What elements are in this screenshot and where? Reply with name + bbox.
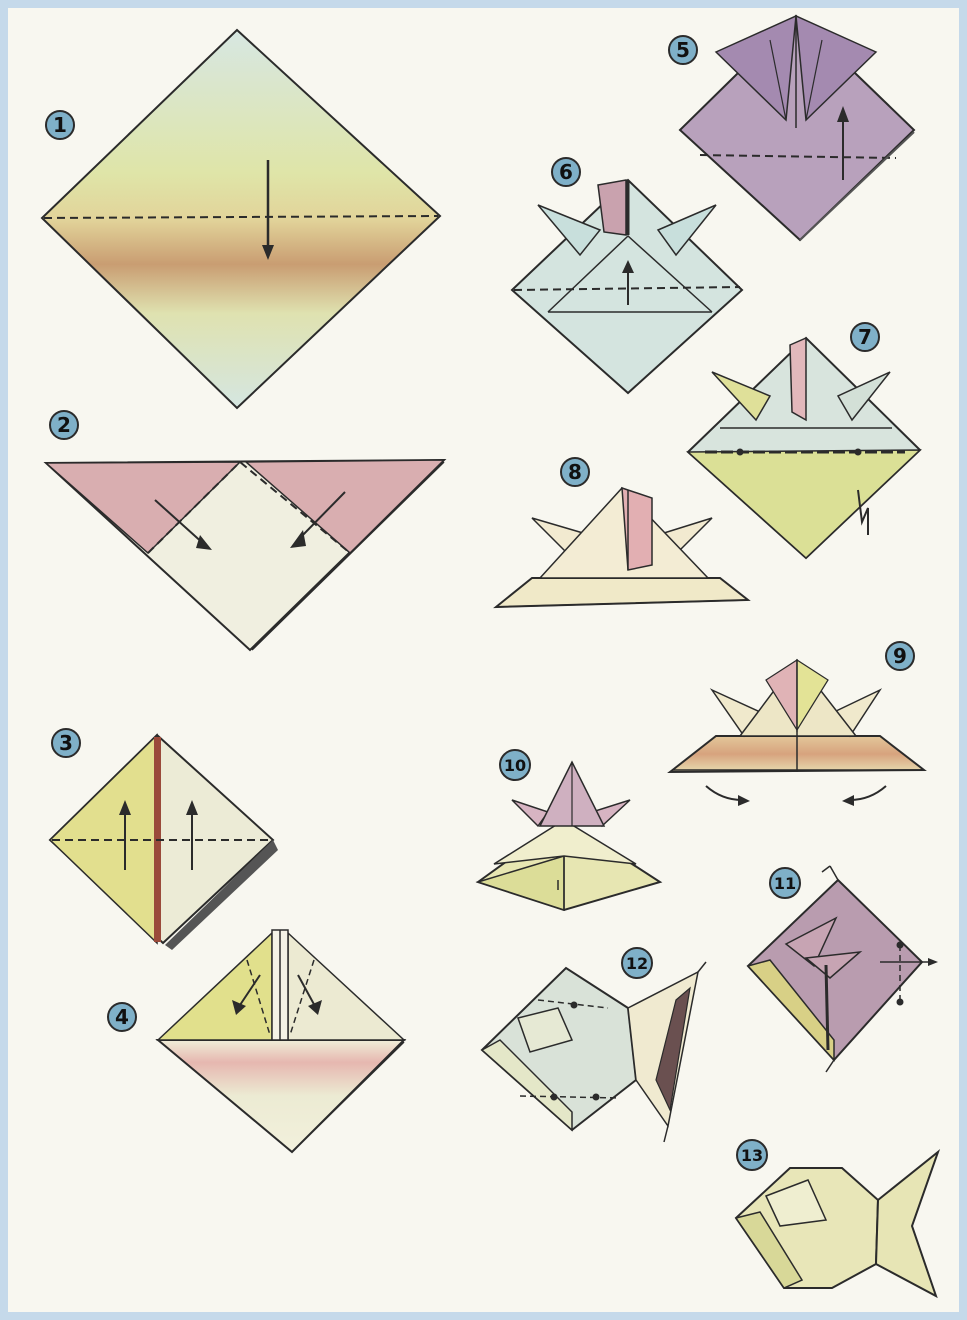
step-number: 1: [53, 113, 67, 137]
step-1-figure: [42, 30, 440, 408]
step-10-figure: [478, 762, 660, 910]
step-12-figure: [482, 962, 706, 1142]
step-8-figure: [496, 488, 748, 607]
step-badge-10: 10: [500, 750, 530, 780]
step-badge-4: 4: [108, 1003, 136, 1031]
step-number: 12: [626, 954, 648, 973]
step-number: 3: [59, 731, 73, 755]
step-badge-9: 9: [886, 642, 914, 670]
step-number: 4: [115, 1005, 129, 1029]
step-badge-13: 13: [737, 1140, 767, 1170]
step-number: 10: [504, 756, 526, 775]
step-13-figure: [736, 1152, 938, 1296]
step-badge-7: 7: [851, 323, 879, 351]
step-6-figure: [512, 180, 742, 393]
step-2-figure: [46, 460, 444, 650]
step-number: 8: [568, 460, 582, 484]
step-number: 13: [741, 1146, 763, 1165]
step-9-figure: [670, 660, 924, 806]
step-number: 6: [559, 160, 573, 184]
step-number: 2: [57, 413, 71, 437]
step-badge-6: 6: [552, 158, 580, 186]
step-number: 7: [858, 325, 872, 349]
step-number: 9: [893, 644, 907, 668]
step-7-figure: [688, 338, 920, 558]
step-badge-3: 3: [52, 729, 80, 757]
step-badge-5: 5: [669, 36, 697, 64]
step-number: 11: [774, 874, 796, 893]
step-badge-2: 2: [50, 411, 78, 439]
step-badge-12: 12: [622, 948, 652, 978]
step-badge-11: 11: [770, 868, 800, 898]
step-3-figure: [50, 735, 278, 950]
step-badge-8: 8: [561, 458, 589, 486]
step-badge-1: 1: [46, 111, 74, 139]
step-4-figure: [158, 930, 404, 1152]
step-number: 5: [676, 38, 690, 62]
step-11-figure: [748, 866, 938, 1072]
